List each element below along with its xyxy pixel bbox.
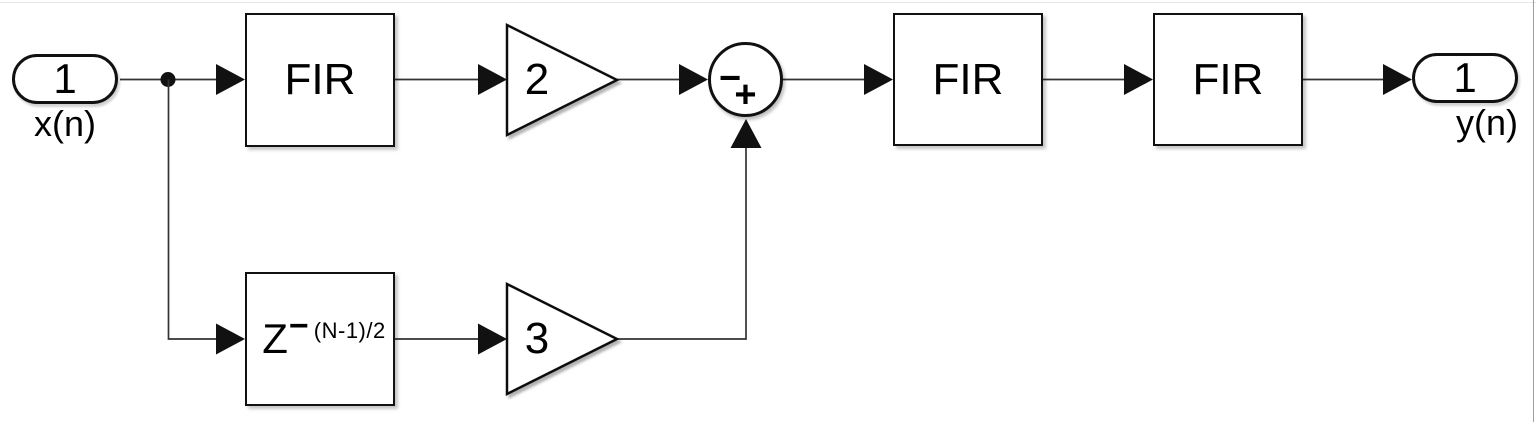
delay-block-expression: Z−(N-1)/2 <box>262 309 386 362</box>
delay-exponent: (N-1)/2 <box>313 318 386 343</box>
wire-fir3-to-output[interactable] <box>1303 64 1412 95</box>
arrowhead-icon <box>216 64 245 95</box>
fir-block-1[interactable]: FIR <box>245 13 395 147</box>
gain3-value: 3 <box>524 314 550 363</box>
sum-minus-sign: − <box>719 56 742 99</box>
fir-block-label: FIR <box>284 55 356 104</box>
arrowhead-icon <box>1383 64 1412 95</box>
fir-block-3[interactable]: FIR <box>1153 13 1303 146</box>
arrowhead-icon <box>1124 64 1153 95</box>
gain2-value: 2 <box>524 55 550 104</box>
fir-block-label: FIR <box>1192 54 1264 104</box>
wire-branch-to-delay[interactable] <box>167 79 246 355</box>
inport-number: 1 <box>53 55 77 102</box>
wire-gain2-to-sum[interactable] <box>617 64 708 95</box>
wire-input-to-fir1[interactable] <box>120 64 245 95</box>
sum-block[interactable]: − + <box>708 42 783 117</box>
wire-segment[interactable] <box>617 148 747 340</box>
fir-block-label: FIR <box>932 54 1004 104</box>
arrowhead-icon <box>679 64 708 95</box>
delay-superscript-minus-icon: − <box>288 307 309 345</box>
inport-block[interactable]: 1 <box>12 54 118 104</box>
delay-base: Z <box>262 315 288 362</box>
delay-block[interactable]: Z−(N-1)/2 <box>245 272 395 406</box>
wire-fir2-to-fir3[interactable] <box>1043 64 1153 95</box>
gain-block-2[interactable] <box>505 22 620 138</box>
fir-block-2[interactable]: FIR <box>893 13 1043 146</box>
wire-gain3-to-sum[interactable] <box>617 119 762 340</box>
outport-number: 1 <box>1453 54 1477 101</box>
inport-label: x(n) <box>34 103 96 144</box>
canvas-top-edge <box>0 2 1536 3</box>
arrowhead-icon <box>478 64 507 95</box>
wire-sum-to-fir2[interactable] <box>783 64 893 95</box>
wire-fir1-to-gain2[interactable] <box>395 64 507 95</box>
canvas-right-edge <box>1533 0 1534 422</box>
arrowhead-icon <box>864 64 893 95</box>
arrowhead-icon <box>216 323 245 355</box>
sum-plus-sign: + <box>734 74 757 116</box>
outport-label: y(n) <box>1456 102 1518 143</box>
arrowhead-icon <box>478 323 507 355</box>
gain-block-3[interactable] <box>505 281 620 397</box>
wire-delay-to-gain3[interactable] <box>395 323 507 355</box>
wire-segment[interactable] <box>167 79 217 340</box>
arrowhead-icon <box>730 119 762 148</box>
outport-block[interactable]: 1 <box>1412 53 1518 103</box>
